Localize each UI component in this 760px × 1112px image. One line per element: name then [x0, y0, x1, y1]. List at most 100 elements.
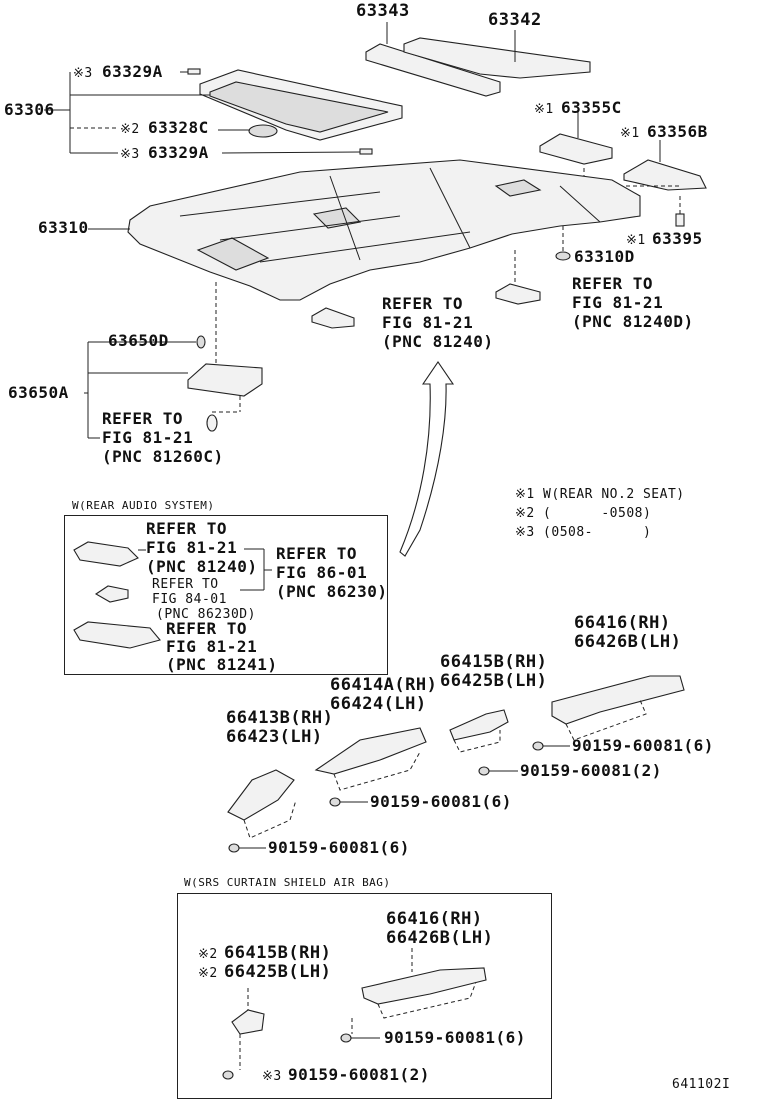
airbag-label-66416-rh: 66416(RH): [386, 909, 483, 929]
label-63356b: 63356B: [647, 122, 708, 141]
label-63355c: 63355C: [561, 98, 622, 117]
refer-81240-line2: FIG 81-21: [382, 313, 474, 332]
label-bolt-6a: 90159-60081(6): [572, 736, 714, 755]
bolt-6c: [228, 843, 240, 853]
clip-63395: [675, 213, 685, 227]
label-66424-lh: 66424(LH): [330, 694, 427, 714]
airbag-trim-66415b: [231, 1009, 265, 1035]
mark-m2-66425b: ※2: [198, 966, 218, 981]
refer-81240-line3: (PNC 81240): [382, 332, 494, 351]
headliner-opening-front: [196, 237, 270, 271]
label-bolt-2a: 90159-60081(2): [520, 761, 662, 780]
airbag-label-bolt-2: 90159-60081(2): [288, 1065, 430, 1084]
console-63650a: [187, 363, 263, 397]
rail-63306: [209, 81, 389, 133]
lamp-81240: [311, 307, 355, 329]
label-66426b-lh: 66426B(LH): [574, 632, 682, 652]
cover-63355c: [539, 133, 613, 165]
label-63310d: 63310D: [574, 247, 635, 266]
bolt-2a: [478, 766, 490, 776]
trim-66413b: [227, 769, 295, 821]
label-66415b-rh: 66415B(RH): [440, 652, 548, 672]
airbag-label-66425b-lh: 66425B(LH): [224, 962, 332, 982]
audio-box: [64, 515, 388, 675]
bolt-6a: [532, 741, 544, 751]
airbag-bolt-2: [222, 1070, 234, 1080]
label-bolt-6c: 90159-60081(6): [268, 838, 410, 857]
clip-63328c: [248, 124, 278, 138]
bolt-6b: [329, 797, 341, 807]
audio-lamp-81241: [73, 621, 161, 649]
mark-m3-airbag-bolt: ※3: [262, 1069, 282, 1084]
airbag-box: [177, 893, 552, 1099]
audio-refer-c2: FIG 84-01: [152, 592, 227, 607]
mark-m1-63395: ※1: [626, 233, 646, 248]
label-63395: 63395: [652, 229, 703, 248]
mark-m1-63355c: ※1: [534, 102, 554, 117]
label-63342: 63342: [488, 10, 542, 30]
audio-refer-a1: REFER TO: [146, 519, 228, 538]
refer-81260c-line3: (PNC 81260C): [102, 447, 224, 466]
audio-lamp-81240: [73, 541, 139, 567]
label-63329a-bot: 63329A: [148, 143, 209, 162]
audio-box-title: W(REAR AUDIO SYSTEM): [72, 499, 215, 512]
pad-63343: [365, 43, 501, 97]
trim-66415b: [449, 709, 509, 741]
refer-81240d-line3: (PNC 81240D): [572, 312, 694, 331]
mark-m2-63328c: ※2: [120, 122, 140, 137]
headliner-opening-rear: [494, 179, 542, 197]
label-66416-rh: 66416(RH): [574, 613, 671, 633]
trim-66416: [551, 675, 685, 725]
refer-81240d-line2: FIG 81-21: [572, 293, 664, 312]
refer-81240d-line1: REFER TO: [572, 274, 654, 293]
airbag-box-title: W(SRS CURTAIN SHIELD AIR BAG): [184, 876, 391, 889]
label-66423-lh: 66423(LH): [226, 727, 323, 747]
audio-refer-b3: (PNC 86230): [276, 582, 388, 601]
figure-code: 641102I: [672, 1077, 731, 1092]
clip-63310d: [555, 251, 571, 261]
refer-81240-line1: REFER TO: [382, 294, 464, 313]
label-66413b-rh: 66413B(RH): [226, 708, 334, 728]
label-66414a-rh: 66414A(RH): [330, 675, 438, 695]
legend-note-3: ※3 (0508- ): [515, 525, 652, 540]
legend-note-2: ※2 ( -0508): [515, 506, 652, 521]
mark-m2-66415b: ※2: [198, 947, 218, 962]
mark-m3-bot: ※3: [120, 147, 140, 162]
audio-refer-d1: REFER TO: [166, 619, 248, 638]
audio-refer-c3: (PNC 86230D): [156, 607, 256, 622]
audio-refer-c1: REFER TO: [152, 577, 219, 592]
label-63650a: 63650A: [8, 383, 69, 402]
trim-66414a: [314, 727, 427, 775]
clip-63650d: [196, 335, 206, 349]
cover-63356b: [623, 159, 707, 191]
bulb-81260c: [206, 414, 218, 432]
audio-refer-b1: REFER TO: [276, 544, 358, 563]
audio-speaker-86230d: [94, 585, 129, 603]
label-63328c: 63328C: [148, 118, 209, 137]
clip-63329a-bot: [359, 148, 373, 155]
label-63343: 63343: [356, 1, 410, 21]
lamp-81240d: [495, 283, 541, 305]
label-63306: 63306: [4, 100, 55, 119]
legend-note-1: ※1 W(REAR NO.2 SEAT): [515, 487, 685, 502]
airbag-trim-66416: [361, 967, 487, 1005]
label-63310: 63310: [38, 218, 89, 237]
airbag-label-bolt-6: 90159-60081(6): [384, 1028, 526, 1047]
pad-63342: [403, 37, 591, 79]
label-bolt-6b: 90159-60081(6): [370, 792, 512, 811]
refer-81260c-line2: FIG 81-21: [102, 428, 194, 447]
audio-refer-a2: FIG 81-21: [146, 538, 238, 557]
airbag-label-66415b-rh: 66415B(RH): [224, 943, 332, 963]
clip-63329a-top: [187, 68, 201, 75]
mark-m1-63356b: ※1: [620, 126, 640, 141]
label-63329a-top: 63329A: [102, 62, 163, 81]
audio-refer-d2: FIG 81-21: [166, 637, 258, 656]
label-63650d: 63650D: [108, 331, 169, 350]
refer-81260c-line1: REFER TO: [102, 409, 184, 428]
label-66425b-lh: 66425B(LH): [440, 671, 548, 691]
audio-refer-a3: (PNC 81240): [146, 557, 258, 576]
mark-m3-top: ※3: [73, 66, 93, 81]
airbag-label-66426b-lh: 66426B(LH): [386, 928, 494, 948]
